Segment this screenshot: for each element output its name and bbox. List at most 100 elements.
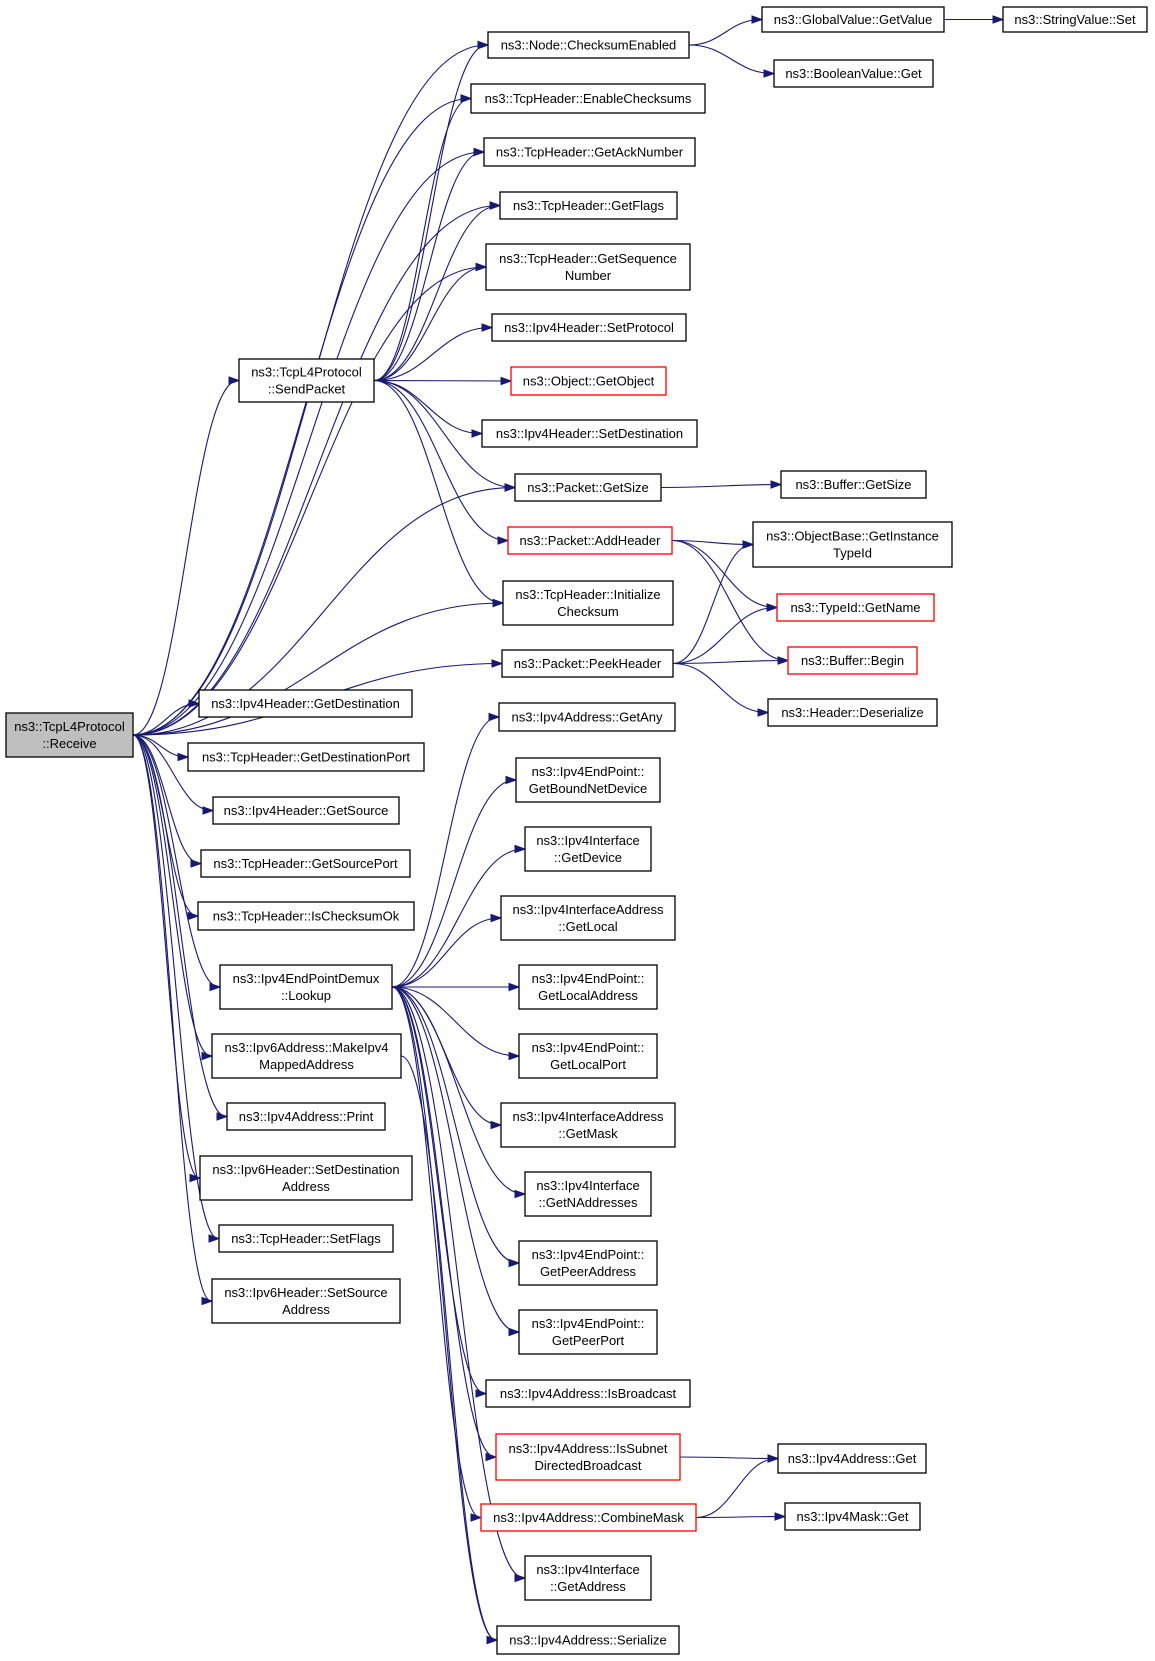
edge-arrowhead (490, 913, 503, 923)
node-label: ns3::Ipv4Address::Serialize (509, 1633, 667, 1648)
edge-sendpacket-to-pkt-getsize (373, 379, 517, 492)
edge-line (132, 734, 200, 1179)
node-gv-getvalue[interactable]: ns3::GlobalValue::GetValue (761, 6, 945, 33)
node-isbroadcast[interactable]: ns3::Ipv4Address::IsBroadcast (485, 1379, 691, 1408)
edge-line (688, 18, 762, 46)
node-tcph-getdestport[interactable]: ns3::TcpHeader::GetDestinationPort (187, 742, 425, 772)
node-checksumenabled[interactable]: ns3::Node::ChecksumEnabled (487, 31, 690, 59)
node-box (212, 796, 400, 825)
node-if-getaddress[interactable]: ns3::Ipv4Interface::GetAddress (524, 1555, 652, 1601)
node-buf-begin[interactable]: ns3::Buffer::Begin (787, 646, 918, 675)
nodes-layer: ns3::TcpL4Protocol::Receive ns3::TcpL4Pro… (5, 6, 1148, 1655)
node-box (752, 521, 953, 568)
node-if-getnaddresses[interactable]: ns3::Ipv4Interface::GetNAddresses (524, 1171, 652, 1217)
node-box (485, 1379, 691, 1408)
node-pkt-getsize[interactable]: ns3::Packet::GetSize (514, 473, 662, 502)
node-tcph-getsourceport[interactable]: ns3::TcpHeader::GetSourcePort (200, 849, 411, 878)
node-label: ns3::Ipv4EndPoint:: (532, 1247, 645, 1262)
node-ep-getlocalport[interactable]: ns3::Ipv4EndPoint::GetLocalPort (518, 1033, 658, 1079)
node-sendpacket[interactable]: ns3::TcpL4Protocol::SendPacket (238, 358, 375, 403)
node-addheader[interactable]: ns3::Packet::AddHeader (507, 526, 673, 555)
node-box (487, 31, 690, 59)
edge-line (391, 986, 525, 1195)
node-combinemask[interactable]: ns3::Ipv4Address::CombineMask (480, 1503, 697, 1532)
node-typeid-getname[interactable]: ns3::TypeId::GetName (776, 593, 935, 622)
node-label: ns3::TcpHeader::GetFlags (513, 198, 665, 213)
node-enablechecksums[interactable]: ns3::TcpHeader::EnableChecksums (470, 83, 706, 114)
edge-lookup-to-ep-getpeerport (391, 986, 521, 1337)
edge-arrowhead (475, 262, 488, 272)
node-getflags[interactable]: ns3::TcpHeader::GetFlags (499, 191, 678, 220)
edge-lookup-to-if-getdevice (391, 844, 527, 988)
node-ipv4mask-get[interactable]: ns3::Ipv4Mask::Get (784, 1502, 921, 1531)
node-ep-getlocaladdress[interactable]: ns3::Ipv4EndPoint::GetLocalAddress (518, 964, 658, 1010)
edge-arrowhead (763, 69, 776, 78)
edge-arrowhead (504, 483, 517, 492)
node-sv-set[interactable]: ns3::StringValue::Set (1002, 6, 1148, 33)
node-ipv4addr-get[interactable]: ns3::Ipv4Address::Get (777, 1443, 927, 1474)
node-box (219, 964, 393, 1010)
node-getany[interactable]: ns3::Ipv4Address::GetAny (498, 702, 676, 732)
edge-line (373, 44, 488, 382)
edge-root-to-getacknumber (132, 147, 486, 736)
node-label: ns3::Ipv4EndPoint:: (532, 1316, 645, 1331)
node-box (198, 689, 413, 718)
edge-line (672, 543, 753, 665)
node-ifaddr-getmask[interactable]: ns3::Ipv4InterfaceAddress::GetMask (500, 1102, 676, 1148)
edge-arrowhead (486, 1635, 499, 1645)
edge-line (132, 379, 239, 736)
edge-arrowhead (742, 540, 755, 549)
node-label: ns3::Ipv4InterfaceAddress (512, 902, 664, 917)
node-bv-get[interactable]: ns3::BooleanValue::Get (773, 59, 934, 88)
node-setdestination[interactable]: ns3::Ipv4Header::SetDestination (481, 419, 698, 448)
edge-sendpacket-to-getflags (373, 201, 502, 382)
node-label: ns3::Buffer::Begin (801, 653, 904, 668)
node-ischecksumok[interactable]: ns3::TcpHeader::IsChecksumOk (197, 901, 415, 931)
edge-arrowhead (508, 1258, 521, 1268)
edge-sendpacket-to-getsequence (373, 262, 488, 382)
node-buf-getsize[interactable]: ns3::Buffer::GetSize (780, 470, 927, 499)
edge-line (672, 662, 768, 714)
node-setprotocol[interactable]: ns3::Ipv4Header::SetProtocol (491, 313, 687, 342)
node-ipv4h-getdest[interactable]: ns3::Ipv4Header::GetDestination (198, 689, 413, 718)
node-issubnetdb[interactable]: ns3::Ipv4Address::IsSubnetDirectedBroadc… (495, 1433, 681, 1481)
node-ipv4addr-serialize[interactable]: ns3::Ipv4Address::Serialize (496, 1625, 680, 1655)
node-if-getdevice[interactable]: ns3::Ipv4Interface::GetDevice (524, 826, 652, 872)
edge-arrowhead (489, 201, 502, 210)
edge-arrowhead (208, 1234, 221, 1243)
edge-lookup-to-getboundnetdevice (391, 775, 518, 988)
edge-sendpacket-to-initchecksum (373, 379, 505, 608)
node-lookup[interactable]: ns3::Ipv4EndPointDemux::Lookup (219, 964, 393, 1010)
node-tcph-setflags[interactable]: ns3::TcpHeader::SetFlags (218, 1224, 394, 1253)
node-ifaddr-getlocal[interactable]: ns3::Ipv4InterfaceAddress::GetLocal (500, 895, 676, 941)
edge-arrowhead (470, 1513, 483, 1522)
edge-line (391, 986, 481, 1519)
node-box (784, 1502, 921, 1531)
node-deserialize[interactable]: ns3::Header::Deserialize (767, 698, 938, 727)
node-label: ::GetLocal (558, 919, 617, 934)
node-getobject[interactable]: ns3::Object::GetObject (510, 366, 667, 396)
edge-root-to-ipv6h-setsource (132, 734, 214, 1306)
edge-arrowhead (774, 1512, 787, 1521)
edge-arrowhead (475, 1389, 488, 1398)
edge-arrowhead (514, 844, 527, 854)
node-root[interactable]: ns3::TcpL4Protocol::Receive (5, 712, 134, 758)
node-box (485, 243, 691, 291)
edge-line (695, 1457, 778, 1519)
edge-arrowhead (471, 429, 484, 438)
node-ep-getpeerport[interactable]: ns3::Ipv4EndPoint::GetPeerPort (518, 1309, 658, 1355)
edge-arrowhead (460, 94, 473, 103)
node-ep-getpeeraddress[interactable]: ns3::Ipv4EndPoint::GetPeerAddress (518, 1240, 658, 1286)
node-peekheader[interactable]: ns3::Packet::PeekHeader (501, 649, 674, 678)
node-ipv4addr-print[interactable]: ns3::Ipv4Address::Print (226, 1102, 386, 1131)
node-getacknumber[interactable]: ns3::TcpHeader::GetAckNumber (483, 137, 696, 167)
node-ipv4h-getsource[interactable]: ns3::Ipv4Header::GetSource (212, 796, 400, 825)
node-label: ns3::Header::Deserialize (781, 705, 923, 720)
node-getboundnetdevice[interactable]: ns3::Ipv4EndPoint::GetBoundNetDevice (515, 757, 661, 803)
